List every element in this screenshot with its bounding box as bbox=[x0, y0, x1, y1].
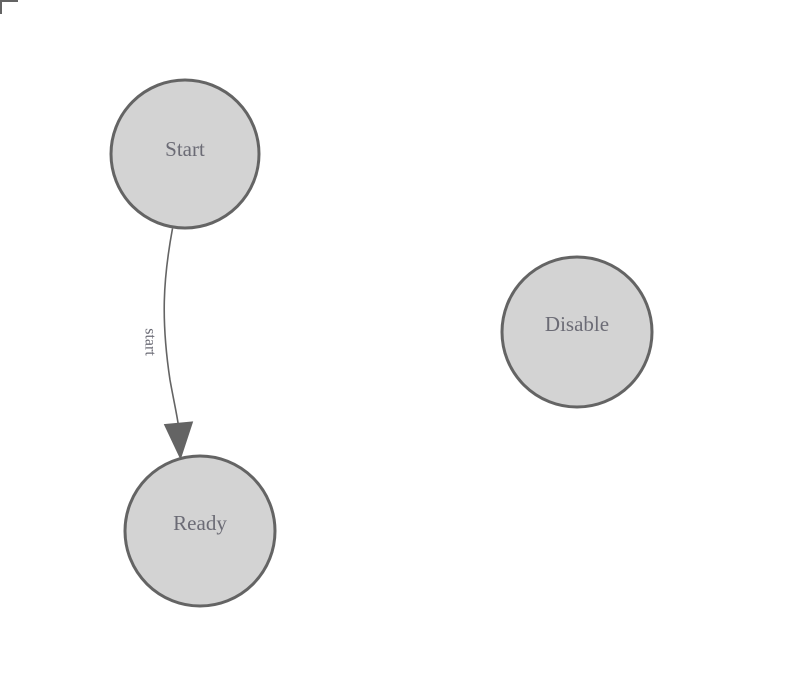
node-disable-circle[interactable] bbox=[500, 255, 654, 409]
node-start[interactable]: Start bbox=[109, 78, 261, 230]
edge-path-start-to-ready bbox=[163, 228, 180, 427]
node-ready-label: Ready bbox=[173, 511, 227, 535]
node-disable[interactable]: Disable bbox=[500, 255, 654, 409]
node-ready[interactable]: Ready bbox=[123, 454, 277, 608]
edge-start-to-ready[interactable]: start bbox=[141, 228, 194, 460]
edge-label-start-group: start bbox=[141, 328, 158, 356]
edge-arrowhead-start-to-ready bbox=[163, 421, 194, 460]
top-left-corner-mark bbox=[0, 0, 18, 14]
edge-label-start: start bbox=[141, 328, 158, 356]
node-ready-circle[interactable] bbox=[123, 454, 277, 608]
node-start-circle[interactable] bbox=[109, 78, 261, 230]
node-disable-label: Disable bbox=[545, 312, 609, 336]
node-start-label: Start bbox=[165, 137, 205, 161]
